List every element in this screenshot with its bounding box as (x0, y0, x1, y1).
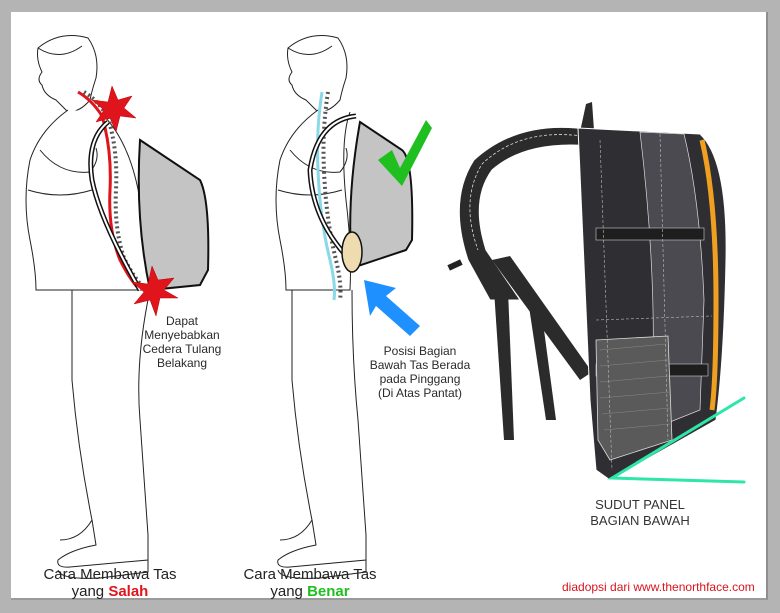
pain-burst-icon (91, 85, 137, 133)
verdict-wrong: Salah (108, 583, 149, 600)
note-wrong: Dapat Menyebabkan Cedera Tulang Belakang (142, 314, 222, 370)
source-credit: diadopsi dari www.thenorthface.com (562, 580, 755, 594)
spine-wrong (77, 90, 142, 292)
caption-right: Cara Membawa Tas yang Benar (243, 566, 377, 600)
verdict-right: Benar (307, 583, 350, 600)
bottom-panel-angle (606, 396, 746, 484)
lumbar-pad (341, 231, 363, 273)
pain-burst-icon (131, 265, 179, 317)
backpack-label: SUDUT PANEL BAGIAN BAWAH (590, 497, 690, 528)
backpack-side-view (447, 102, 727, 481)
backpack-wrong (137, 138, 210, 292)
note-right: Posisi Bagian Bawah Tas Berada pada Ping… (369, 344, 471, 400)
caption-wrong: Cara Membawa Tas yang Salah (43, 566, 177, 600)
arrow-up-left-icon (364, 280, 420, 336)
checkmark-icon (378, 120, 432, 186)
